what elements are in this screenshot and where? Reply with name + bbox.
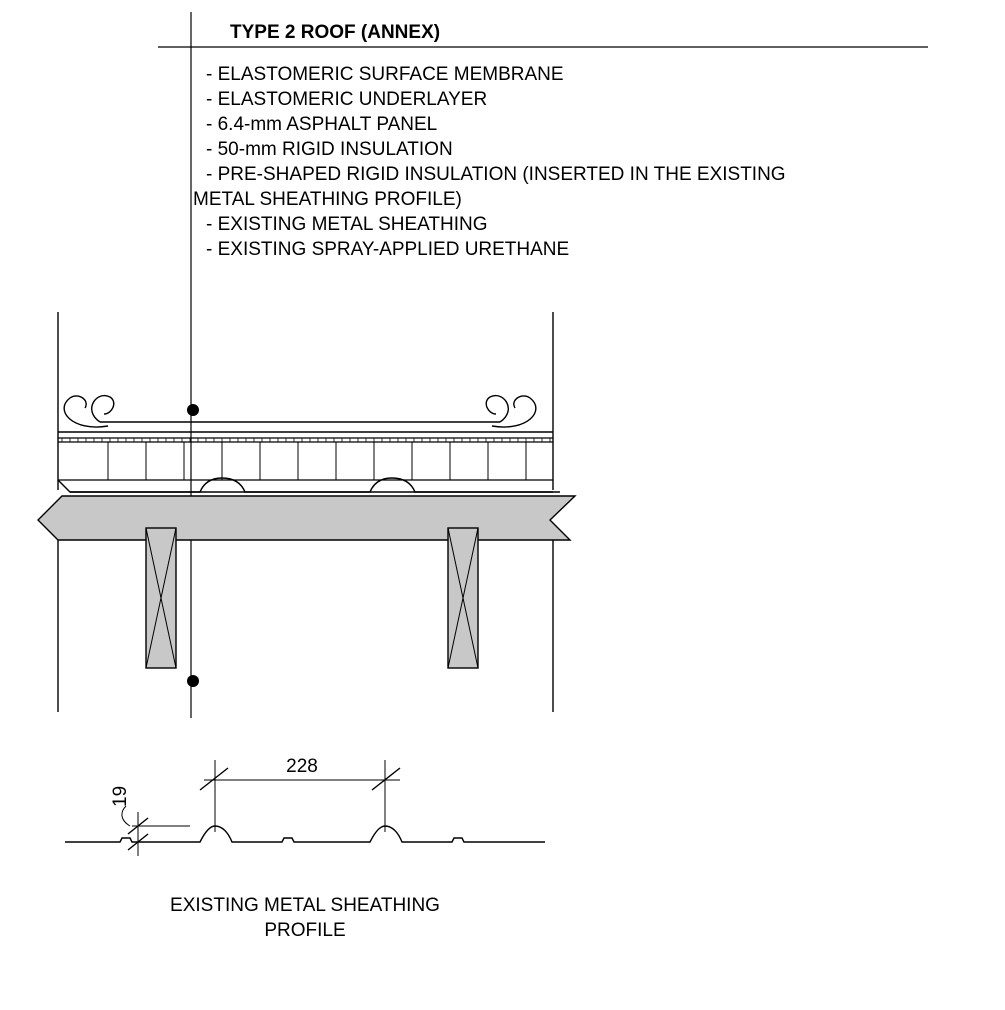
profile-caption-line1: EXISTING METAL SHEATHING (170, 895, 440, 916)
layer-item: - PRE-SHAPED RIGID INSULATION (INSERTED … (206, 164, 786, 185)
side-walls (57, 312, 554, 712)
joist-left (145, 527, 177, 669)
profile-caption-line2: PROFILE (264, 920, 345, 941)
joist-right (447, 527, 479, 669)
detail-title: TYPE 2 ROOF (ANNEX) (230, 22, 440, 43)
sheathing-profile-detail: 228 19 (65, 756, 545, 856)
dimension-19-label: 19 (110, 786, 131, 807)
layer-item: - ELASTOMERIC SURFACE MEMBRANE (206, 64, 564, 85)
layer-item: - 6.4-mm ASPHALT PANEL (206, 114, 437, 135)
dimension-228-label: 228 (286, 756, 318, 777)
leader-dot-bottom (187, 675, 199, 687)
urethane-layer (37, 495, 577, 541)
layer-item: - ELASTOMERIC UNDERLAYER (206, 89, 487, 110)
asphalt-panel-layer (58, 437, 553, 443)
layer-item: - EXISTING METAL SHEATHING (206, 214, 488, 235)
rigid-insulation-layer (57, 442, 553, 493)
layer-item: METAL SHEATHING PROFILE) (193, 189, 462, 210)
layer-item: - EXISTING SPRAY-APPLIED URETHANE (206, 239, 569, 260)
metal-sheathing-line (70, 477, 560, 493)
layer-list: - ELASTOMERIC SURFACE MEMBRANE - ELASTOM… (193, 64, 786, 260)
membrane-layer (58, 394, 553, 433)
leader-dot-top (187, 404, 199, 416)
layer-item: - 50-mm RIGID INSULATION (206, 139, 453, 160)
